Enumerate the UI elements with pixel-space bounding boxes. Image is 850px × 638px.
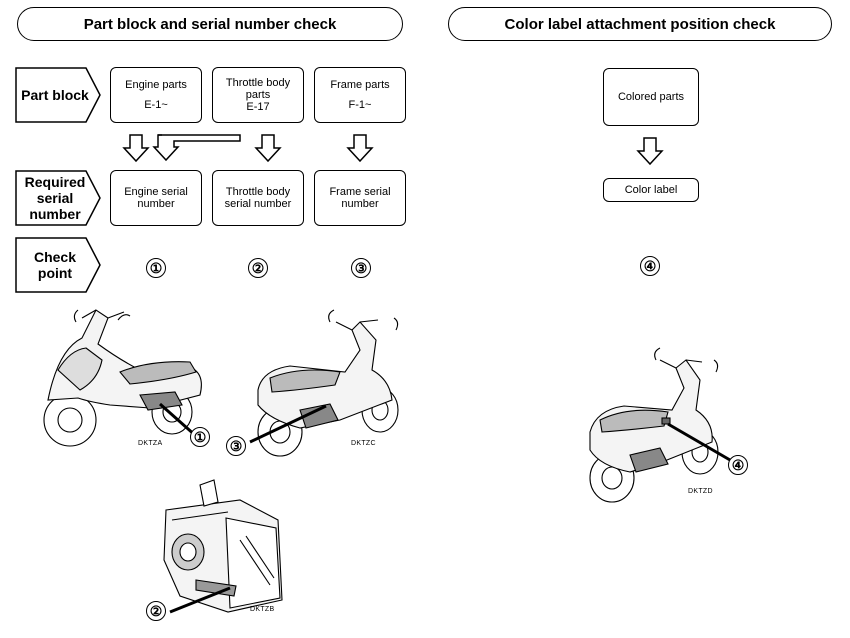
check-point-4: ④ bbox=[640, 256, 660, 276]
serial-throttle-body: Throttle body serial number bbox=[212, 170, 304, 226]
scooter-frame-illustration bbox=[257, 309, 399, 457]
part-block-throttle-body: Throttle body parts E-17 bbox=[212, 67, 304, 123]
serial-engine: Engine serial number bbox=[110, 170, 202, 226]
row-label-check-point: Check point bbox=[33, 249, 77, 281]
serial-frame: Frame serial number bbox=[314, 170, 406, 226]
marker-engine-serial: ① bbox=[190, 427, 210, 447]
row-label-shape-part-block bbox=[15, 67, 101, 123]
code-dktza: DKTZA bbox=[138, 440, 163, 447]
bent-connector-arrow bbox=[152, 134, 241, 162]
row-label-shape-check-point bbox=[15, 237, 101, 293]
pointer-line-4 bbox=[667, 422, 731, 462]
scooter-label-illustration bbox=[589, 347, 719, 503]
part-block-engine: Engine parts E-1~ bbox=[110, 67, 202, 123]
colored-parts-box: Colored parts bbox=[603, 68, 699, 126]
row-label-shape-serial bbox=[15, 170, 101, 226]
scooter-engine-illustration bbox=[43, 309, 202, 447]
check-point-2: ② bbox=[248, 258, 268, 278]
row-label-required-serial: Required serial number bbox=[24, 174, 86, 222]
throttle-body-illustration bbox=[163, 479, 283, 613]
code-dktzb: DKTZB bbox=[250, 606, 275, 613]
down-arrow-colored bbox=[636, 137, 664, 166]
down-arrow-1 bbox=[122, 134, 150, 163]
color-label-box: Color label bbox=[603, 178, 699, 202]
marker-color-label: ④ bbox=[728, 455, 748, 475]
down-arrow-2 bbox=[254, 134, 282, 163]
check-point-3: ③ bbox=[351, 258, 371, 278]
title-color-label-check: Color label attachment position check bbox=[448, 7, 832, 41]
part-block-frame: Frame parts F-1~ bbox=[314, 67, 406, 123]
pointer-line-1 bbox=[159, 402, 197, 438]
code-dktzc: DKTZC bbox=[351, 440, 376, 447]
down-arrow-3 bbox=[346, 134, 374, 163]
marker-throttle-serial: ② bbox=[146, 601, 166, 621]
pointer-line-3 bbox=[249, 404, 327, 444]
marker-frame-serial: ③ bbox=[226, 436, 246, 456]
code-dktzd: DKTZD bbox=[688, 488, 713, 495]
title-part-block-check: Part block and serial number check bbox=[17, 7, 403, 41]
row-label-part-block: Part block bbox=[21, 87, 89, 103]
pointer-line-2 bbox=[169, 586, 231, 614]
check-point-1: ① bbox=[146, 258, 166, 278]
